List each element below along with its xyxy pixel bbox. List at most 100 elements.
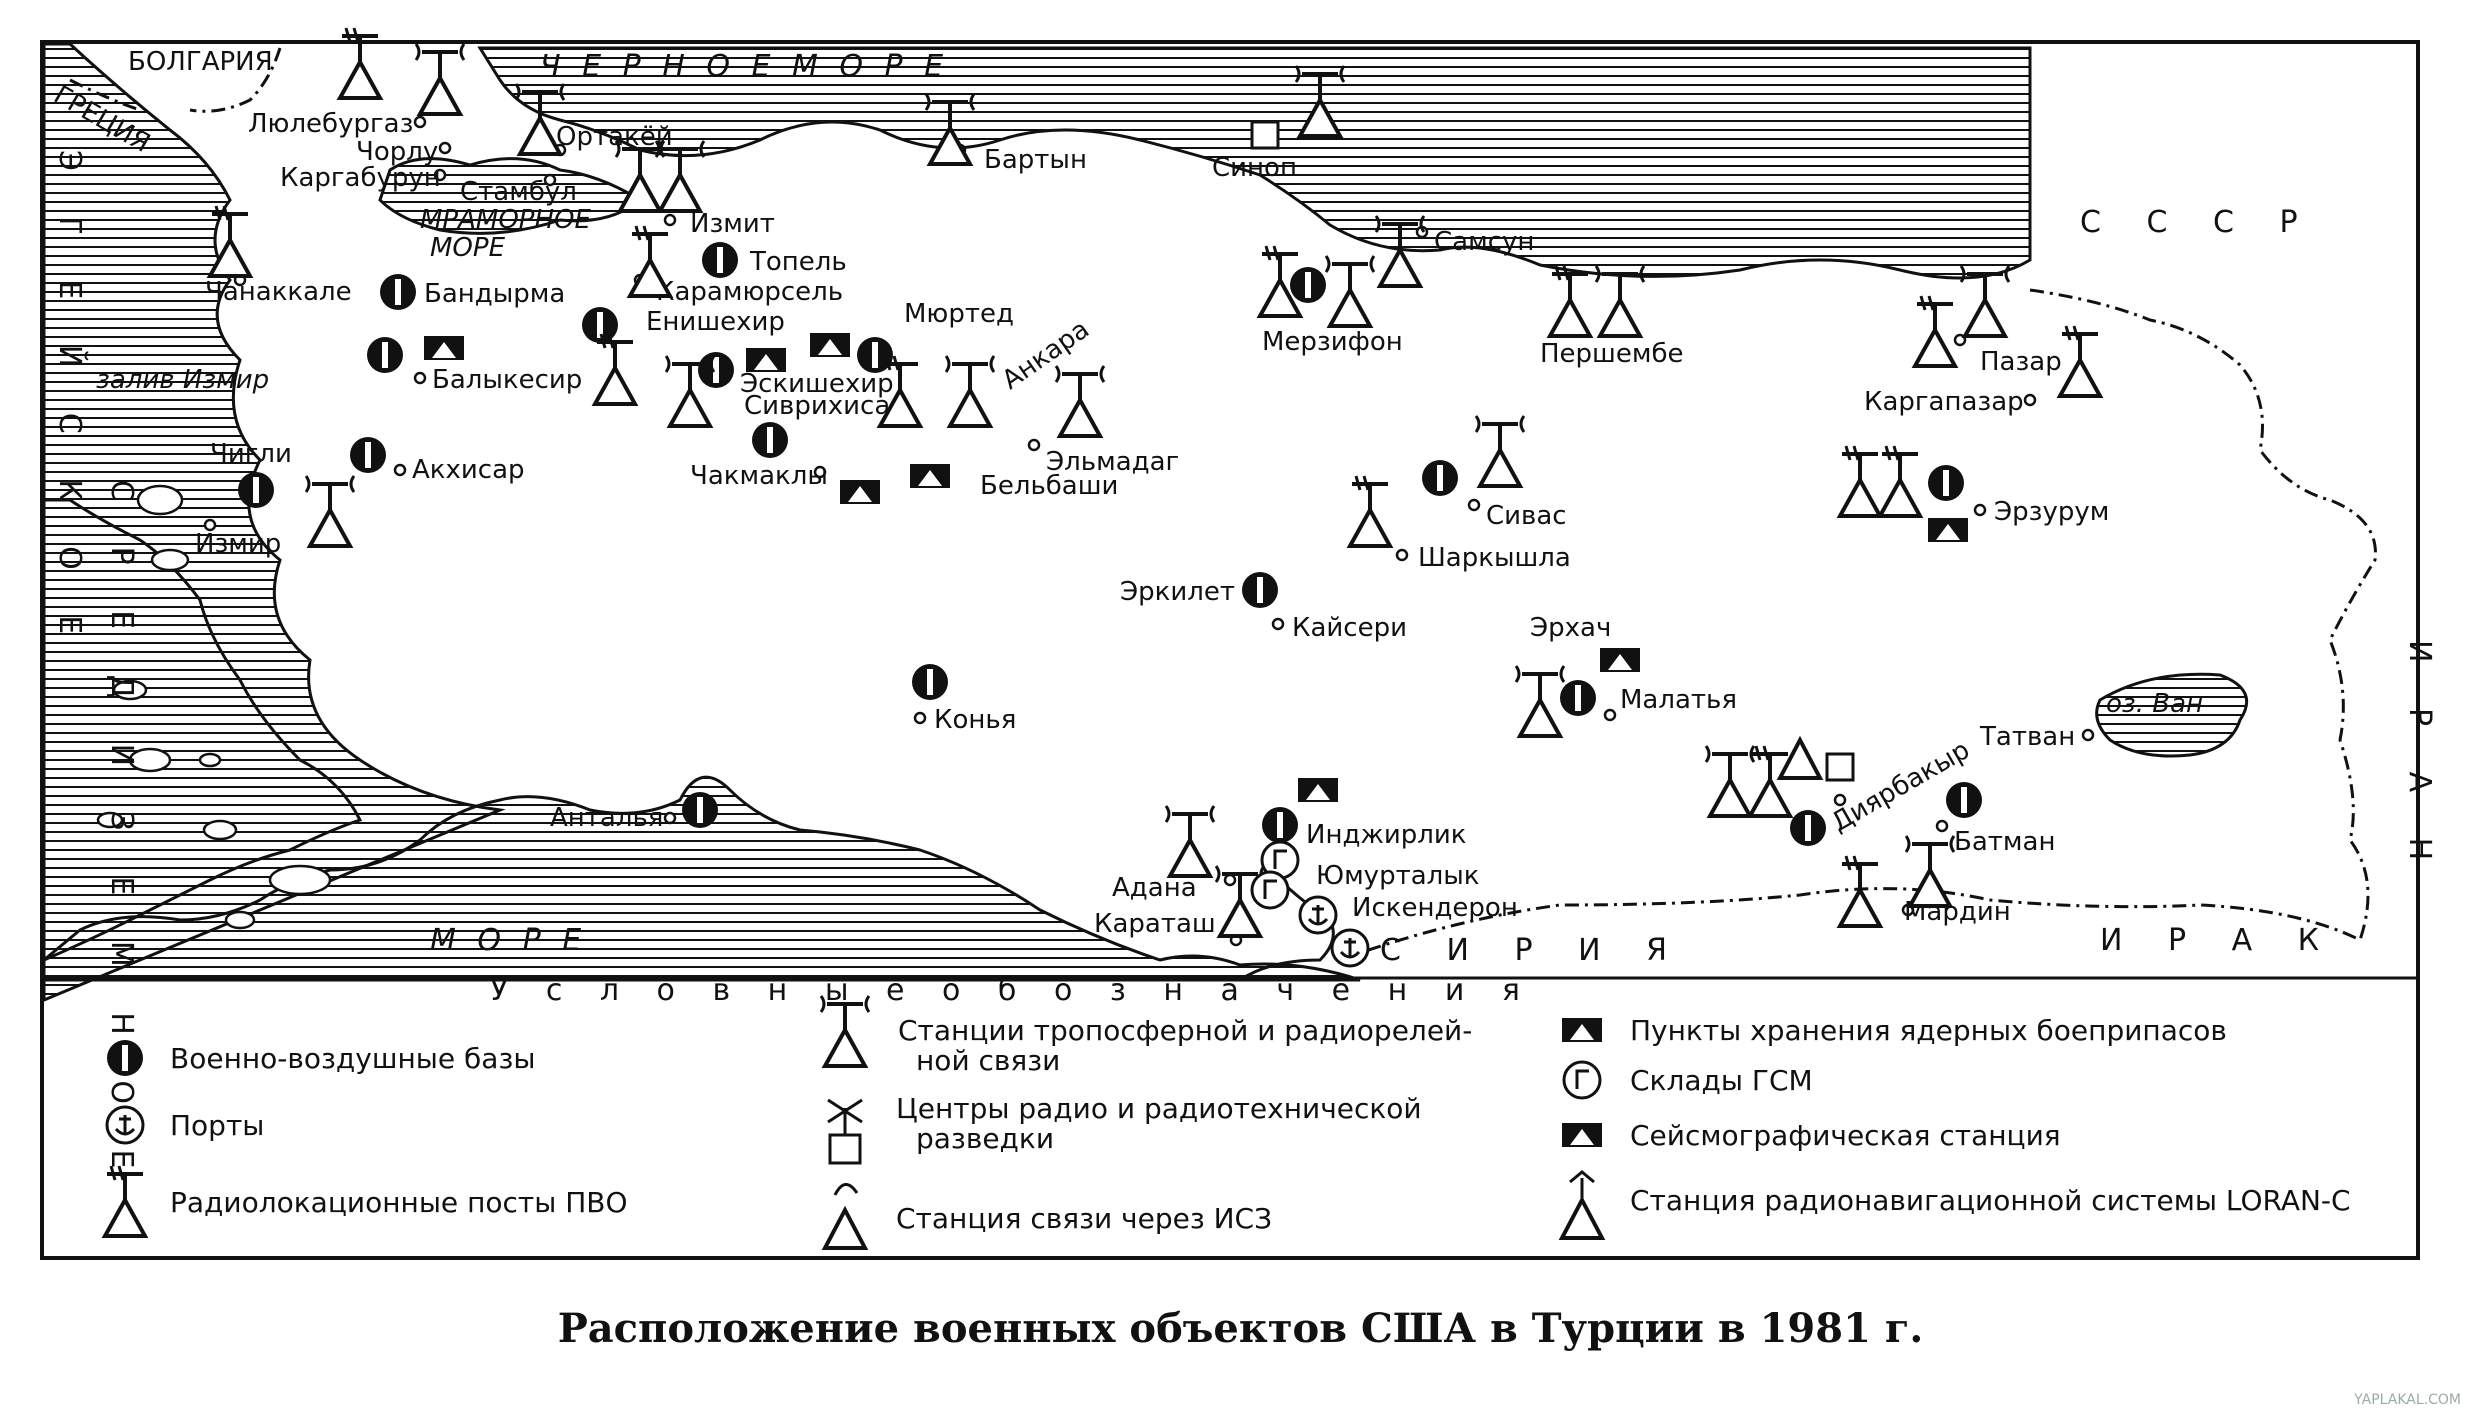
place-chanakkale: Чанаккале bbox=[205, 273, 352, 307]
svg-text:Сивас: Сивас bbox=[1486, 501, 1567, 531]
place-erhach: Эрхач bbox=[1530, 613, 1640, 672]
svg-text:Эркилет: Эркилет bbox=[1120, 577, 1235, 607]
black-sea bbox=[477, 46, 2032, 280]
place-malatya: Малатья bbox=[1560, 680, 1737, 722]
izmir-gulf-label: залив Измир bbox=[96, 365, 269, 395]
place-eskisehir: Эскишехир bbox=[698, 352, 894, 399]
place-karatash: Караташ bbox=[1094, 909, 1243, 947]
svg-text:Эрзурум: Эрзурум bbox=[1994, 497, 2109, 527]
svg-text:Люлебургаз: Люлебургаз bbox=[248, 109, 413, 139]
svg-text:Батман: Батман bbox=[1954, 827, 2055, 857]
svg-text:Инджирлик: Инджирлик bbox=[1306, 820, 1466, 850]
svg-text:Мерзифон: Мерзифон bbox=[1262, 327, 1403, 357]
place-chigli: Чигли bbox=[210, 439, 292, 469]
svg-text:Измир: Измир bbox=[195, 529, 281, 559]
legend-item-nuclear: Пункты хранения ядерных боеприпасов bbox=[1562, 1014, 2227, 1047]
svg-text:Караташ: Караташ bbox=[1094, 909, 1216, 939]
svg-text:Татван: Татван bbox=[1979, 722, 2075, 752]
svg-text:Першембе: Першембе bbox=[1540, 339, 1683, 369]
svg-text:Бандырма: Бандырма bbox=[424, 279, 565, 309]
place-batman: Батман bbox=[1935, 782, 2055, 857]
svg-text:Енишехир: Енишехир bbox=[646, 307, 785, 337]
place-istanbul: Стамбул bbox=[460, 173, 577, 207]
svg-text:Эрхач: Эрхач bbox=[1530, 613, 1611, 643]
svg-text:Сиврихисар: Сиврихисар bbox=[744, 391, 907, 421]
place-kargaburun: Каргабурун bbox=[280, 163, 447, 193]
bulgaria-label: БОЛГАРИЯ bbox=[128, 47, 273, 77]
place-erkilet: Эркилет bbox=[1120, 572, 1278, 608]
black-sea-label: Ч Е Р Н О Е М О Р Е bbox=[540, 49, 949, 84]
map-frame bbox=[40, 40, 2420, 1260]
legend: Военно-воздушные базы Порты Радиолокацио… bbox=[103, 994, 2351, 1250]
svg-text:Военно-воздушные базы: Военно-воздушные базы bbox=[170, 1042, 535, 1075]
svg-text:Эскишехир: Эскишехир bbox=[740, 369, 894, 399]
place-konya: Конья bbox=[912, 664, 1016, 735]
svg-text:Самсун: Самсун bbox=[1434, 227, 1534, 257]
iraq-label: И Р А К bbox=[2100, 923, 2337, 958]
place-karamursel: Карамюрсель bbox=[633, 273, 843, 307]
borders bbox=[69, 47, 2377, 962]
watermark: YAPLAKAL.COM bbox=[2354, 1392, 2461, 1408]
place-sharkyshla: Шаркышла bbox=[1395, 543, 1571, 573]
svg-text:Станции тропосферной и радиоре: Станции тропосферной и радиорелей- bbox=[898, 1014, 1472, 1047]
svg-text:Пункты хранения ядерных боепри: Пункты хранения ядерных боеприпасов bbox=[1630, 1014, 2227, 1047]
svg-text:Эльмадаг: Эльмадаг bbox=[1046, 447, 1179, 477]
svg-text:Станция связи через ИСЗ: Станция связи через ИСЗ bbox=[896, 1202, 1272, 1235]
syria-label: С И Р И Я bbox=[1380, 933, 1685, 968]
svg-text:Синоп: Синоп bbox=[1212, 153, 1297, 183]
svg-text:разведки: разведки bbox=[916, 1122, 1054, 1155]
place-incirlik: Инджирлик bbox=[1262, 778, 1466, 850]
place-chakmakly: Чакмаклы bbox=[690, 422, 828, 491]
marmara-label: МРАМОРНОЕ bbox=[420, 205, 591, 235]
place-balikesir: Балыкесир bbox=[367, 337, 582, 395]
svg-text:Искендерон: Искендерон bbox=[1352, 893, 1518, 923]
aegean-islands bbox=[96, 484, 332, 930]
place-kargapazar: Каргапазар bbox=[1864, 387, 2037, 417]
svg-text:Акхисар: Акхисар bbox=[412, 455, 525, 485]
marmara-label-2: МОРЕ bbox=[430, 233, 506, 263]
legend-item-loran: Станция радионавигационной системы LORAN… bbox=[1560, 1170, 2351, 1240]
place-yenisehir: Енишехир bbox=[582, 307, 785, 343]
svg-text:Топель: Топель bbox=[749, 247, 847, 277]
legend-title: У с л о в н ы е о б о з н а ч е н и я bbox=[490, 973, 1534, 1008]
svg-text:Пазар: Пазар bbox=[1980, 347, 2062, 377]
mediterranean-label: М О Р Е bbox=[430, 923, 587, 958]
place-iskenderon: Искендерон bbox=[1298, 893, 1518, 935]
place-merzifon: Мерзифон bbox=[1262, 267, 1403, 357]
svg-text:Чорлу: Чорлу bbox=[356, 137, 438, 167]
station-symbols bbox=[208, 26, 2102, 968]
legend-item-radio-intel: Центры радио и радиотехнической разведки bbox=[827, 1092, 1422, 1165]
svg-text:Юмурталык: Юмурталык bbox=[1316, 861, 1480, 891]
map-caption: Расположение военных объектов США в Турц… bbox=[557, 1305, 1924, 1352]
place-persembe: Першембе bbox=[1540, 339, 1683, 369]
svg-text:Кайсери: Кайсери bbox=[1292, 613, 1407, 643]
svg-text:Конья: Конья bbox=[934, 705, 1016, 735]
svg-text:Чакмаклы: Чакмаклы bbox=[690, 461, 828, 491]
svg-text:Мюртед: Мюртед bbox=[904, 299, 1014, 329]
van-lake-label: оз. Ван bbox=[2106, 689, 2203, 719]
place-samsun: Самсун bbox=[1415, 225, 1534, 257]
place-sivas: Сивас bbox=[1422, 460, 1567, 531]
svg-text:Анталья: Анталья bbox=[550, 803, 663, 833]
place-antalya: Анталья bbox=[550, 792, 718, 833]
place-yumurtalyk: Юмурталык bbox=[1260, 840, 1480, 891]
legend-item-radar: Радиолокационные посты ПВО bbox=[103, 1164, 628, 1238]
place-izmit: Измит bbox=[663, 209, 775, 239]
legend-item-satcom: Станция связи через ИСЗ bbox=[823, 1183, 1272, 1250]
svg-text:Чигли: Чигли bbox=[210, 439, 292, 469]
place-erzurum: Эрзурум bbox=[1928, 465, 2109, 527]
place-sivrihisar: Сиврихисар bbox=[744, 391, 907, 421]
legend-item-tropo: Станции тропосферной и радиорелей-ной св… bbox=[819, 994, 1472, 1077]
place-sinop: Синоп bbox=[1212, 153, 1297, 183]
svg-text:Стамбул: Стамбул bbox=[460, 177, 577, 207]
ussr-label: С С С Р bbox=[2080, 205, 2316, 240]
place-chorlu: Чорлу bbox=[356, 137, 452, 167]
place-belbashi: Бельбаши bbox=[910, 464, 1118, 501]
place-murted: Мюртед bbox=[857, 299, 1014, 373]
place-tatvan: Татван bbox=[1979, 722, 2095, 752]
svg-text:Каргабурун: Каргабурун bbox=[280, 163, 441, 193]
svg-text:Чанаккале: Чанаккале bbox=[205, 277, 352, 307]
place-topel: Топель bbox=[702, 242, 847, 278]
svg-text:ной связи: ной связи bbox=[916, 1044, 1060, 1077]
